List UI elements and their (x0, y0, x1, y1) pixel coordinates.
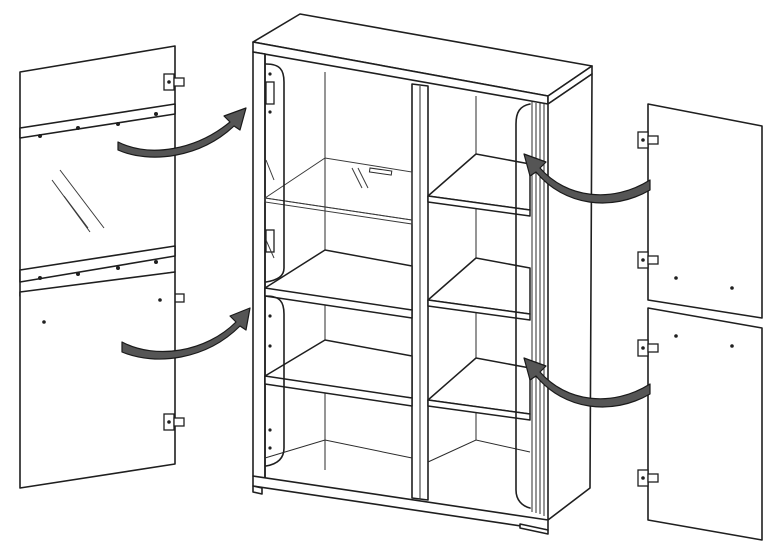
glass-shelf (263, 157, 413, 225)
glass-reflection-icon (51, 169, 105, 233)
hinge-plate-icon (265, 81, 275, 105)
hinge-icon (637, 131, 659, 149)
right-frame-profile (515, 103, 531, 509)
arrow-right-lower-icon (523, 357, 651, 408)
hinge-icon (163, 73, 185, 91)
right-upper-door (637, 103, 763, 319)
hinge-icon (637, 251, 659, 269)
hinge-icon (163, 413, 185, 431)
hinge-icon (637, 469, 659, 487)
arrow-right-upper-icon (523, 153, 651, 204)
cabinet-right-side (547, 73, 593, 521)
left-upper-glass-door (19, 45, 185, 307)
cabinet (252, 13, 593, 535)
cabinet-base (252, 475, 549, 531)
hinge-icon (637, 339, 659, 357)
left-frame-profile (265, 63, 285, 467)
left-lower-door (19, 271, 185, 489)
arrow-left-upper-icon (117, 107, 247, 158)
cabinet-left-side (252, 51, 266, 481)
arrow-left-lower-icon (121, 307, 251, 360)
right-lower-door (637, 307, 763, 541)
